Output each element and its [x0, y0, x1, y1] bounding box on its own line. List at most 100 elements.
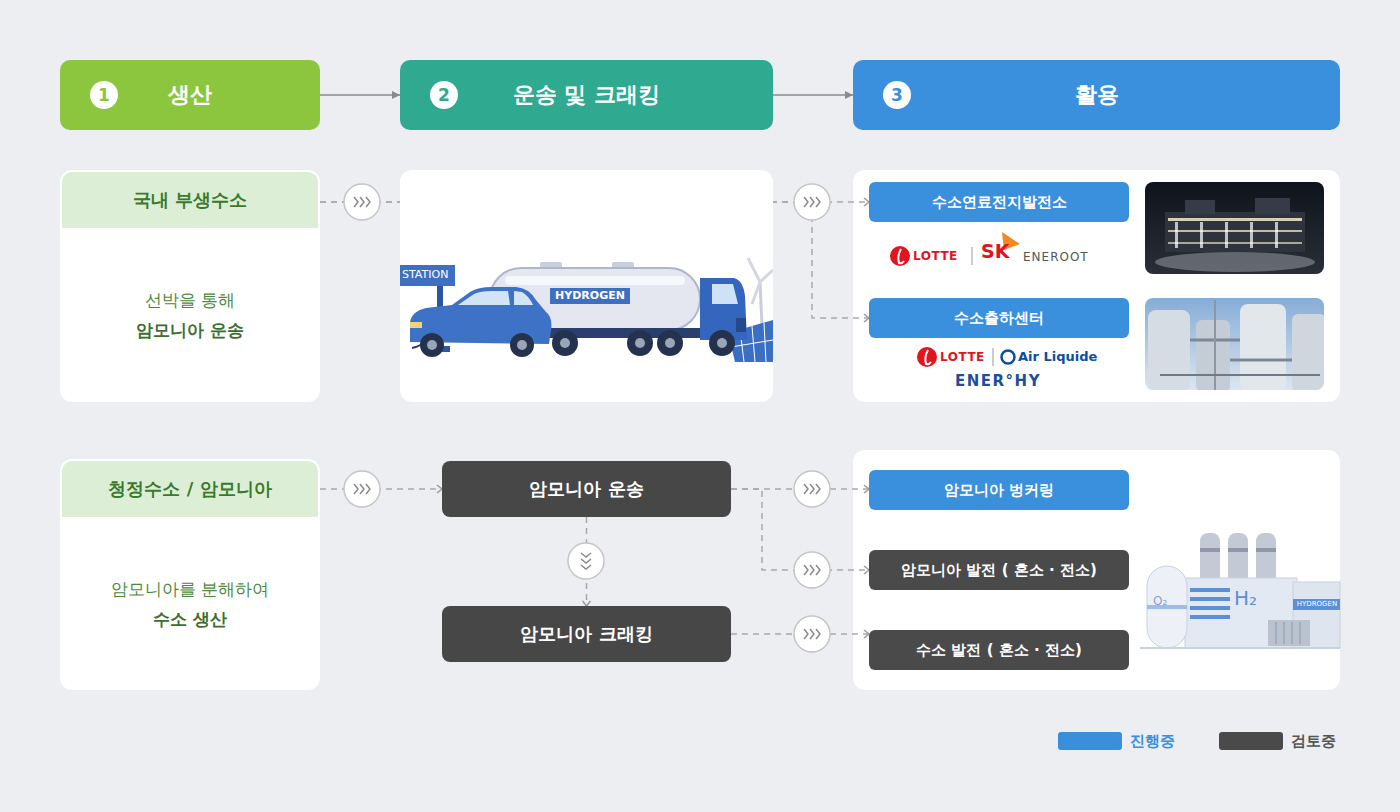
card-body-emphasis: 암모니아 운송: [60, 319, 320, 341]
illustration-part: [760, 270, 773, 282]
illustration-part: [1196, 320, 1230, 390]
card-body-text: 암모니아를 분해하여: [60, 578, 320, 600]
illustration-part: [917, 347, 937, 367]
illustration-part: [1256, 533, 1276, 585]
step-number: 3: [883, 81, 911, 109]
illustration-part: [752, 326, 755, 362]
illustration-part: [437, 286, 443, 348]
hydrogen-center-photo: [1145, 298, 1324, 390]
tank-text: HYDROGEN: [550, 289, 630, 302]
box-label: 수소출하센터: [954, 309, 1044, 328]
flow-connector: [731, 489, 869, 570]
card-heading: 국내 부생수소: [62, 172, 318, 228]
illustration-part: [1228, 533, 1248, 585]
flow-connector: [586, 517, 588, 606]
illustration-part: [1250, 222, 1253, 248]
illustration-part: [657, 330, 683, 356]
illustration-panel: [400, 170, 773, 402]
illustration-part: [1168, 230, 1302, 232]
plant-text: HYDROGEN: [1294, 600, 1340, 608]
plant-text: H₂: [1234, 586, 1257, 610]
process-box: 암모니아 운송: [442, 461, 731, 517]
flow-chevron: [344, 184, 380, 220]
phase-title: 생산: [168, 80, 212, 110]
illustration-part: [490, 268, 700, 330]
illustration-part: [420, 333, 444, 357]
step-number: 1: [90, 81, 118, 109]
illustration-part: [700, 278, 747, 340]
illustration-part: [1185, 200, 1215, 214]
illustration-part: [635, 338, 645, 348]
illustration-part: [1293, 582, 1340, 648]
phase-header: 2운송 및 크래킹: [400, 60, 773, 130]
illustration-part: [1160, 374, 1320, 376]
illustration-part: [517, 340, 527, 350]
illustration-part: [717, 338, 727, 348]
box-label: 암모니아 벙커링: [944, 481, 1054, 500]
company-logo: ENEROOT: [1023, 250, 1089, 264]
illustration-part: [1300, 622, 1301, 644]
hydrogen-truck-illustration: [400, 258, 773, 362]
plant-text: O₂: [1153, 594, 1167, 608]
flow-connector: [320, 201, 869, 203]
box-label: 암모니아 크래킹: [520, 622, 652, 646]
illustration-part: [1284, 622, 1285, 644]
illustration-part: [1200, 222, 1203, 248]
illustration-part: [890, 246, 910, 266]
illustration-part: [430, 346, 450, 352]
step-number: 2: [430, 81, 458, 109]
illustration-part: [712, 284, 738, 304]
illustration-part: [1155, 252, 1315, 272]
box-label: 암모니아 운송: [529, 477, 643, 501]
illustration-part: [1268, 620, 1310, 646]
illustration-part: [728, 320, 773, 362]
illustration-part: [993, 348, 994, 366]
illustration-part: [1190, 615, 1230, 619]
illustration-part: [458, 291, 510, 305]
illustration-part: [1190, 606, 1230, 610]
illustration-part: [410, 287, 551, 344]
sign-text: STATION: [402, 268, 448, 281]
flow-chevron: [794, 552, 830, 588]
illustration-part: [898, 249, 904, 263]
source-card: 국내 부생수소선박을 통해암모니아 운송: [60, 170, 320, 402]
illustration-part: [560, 338, 570, 348]
illustration-part: [1214, 300, 1216, 390]
process-box: 수소 발전 ( 혼소 · 전소): [869, 630, 1129, 670]
illustration-part: [427, 340, 437, 350]
flow-chevron: [794, 471, 830, 507]
illustration-part: [1165, 212, 1305, 252]
process-box: 암모니아 크래킹: [442, 606, 731, 662]
illustration-part: [540, 262, 562, 271]
source-card: 청정수소 / 암모니아암모니아를 분해하여수소 생산: [60, 459, 320, 690]
illustration-part: [748, 258, 760, 282]
illustration-part: [736, 318, 746, 332]
box-label: 수소 발전 ( 혼소 · 전소): [916, 641, 1082, 660]
phase-title: 활용: [1075, 80, 1119, 110]
phase-arrow: [773, 94, 853, 96]
legend-swatch: [1219, 732, 1283, 750]
illustration-part: [1190, 588, 1230, 592]
illustration-part: [1275, 222, 1278, 248]
legend-text: 검토중: [1291, 731, 1336, 751]
illustration-part: [1293, 599, 1340, 610]
illustration-part: [740, 330, 744, 362]
process-box: 수소연료전지발전소: [869, 182, 1129, 222]
company-logo: Air Liquide: [1018, 349, 1097, 365]
illustration-part: [1190, 339, 1240, 342]
illustration-part: [1240, 304, 1286, 390]
illustration-part: [1200, 533, 1220, 585]
illustration-part: [1292, 622, 1293, 644]
phase-header: 3 활용: [853, 60, 1340, 130]
illustration-part: [400, 265, 455, 286]
phase-arrow: [320, 94, 400, 96]
illustration-part: [510, 333, 534, 357]
illustration-part: [550, 288, 630, 304]
card-body-text: 선박을 통해: [60, 289, 320, 311]
illustration-part: [1228, 548, 1248, 552]
illustration-part: [1225, 222, 1228, 248]
illustration-part: [410, 322, 422, 328]
illustration-part: [1148, 310, 1190, 390]
process-box: 암모니아 발전 ( 혼소 · 전소): [869, 550, 1129, 590]
illustration-part: [1140, 647, 1340, 649]
